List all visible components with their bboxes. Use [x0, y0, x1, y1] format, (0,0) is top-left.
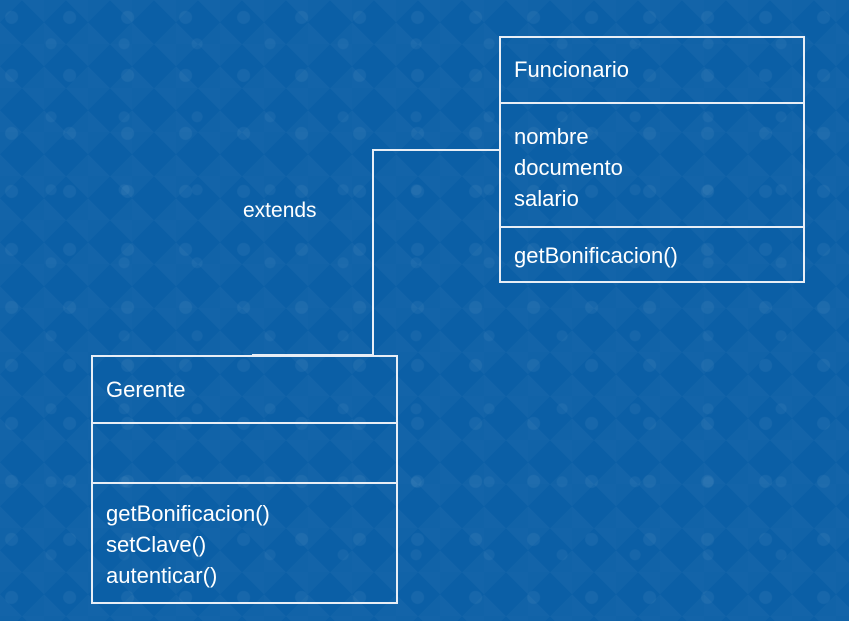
attribute-item: salario [514, 186, 579, 211]
extends-label: extends [243, 199, 317, 222]
class-name-section: Gerente [93, 357, 396, 424]
methods-section: getBonificacion() [501, 228, 803, 271]
method-item: autenticar() [106, 563, 218, 588]
class-funcionario: Funcionario nombre documento salario get… [499, 36, 805, 283]
class-gerente: Gerente getBonificacion() setClave() aut… [91, 355, 398, 604]
attribute-item: nombre [514, 124, 589, 149]
inheritance-connector-vertical [372, 149, 374, 356]
attributes-section [93, 424, 396, 484]
methods-section: getBonificacion() setClave() autenticar(… [93, 484, 396, 591]
inheritance-connector-horizontal-top [373, 149, 499, 151]
class-name-section: Funcionario [501, 38, 803, 104]
class-name: Funcionario [514, 57, 629, 82]
class-name: Gerente [106, 377, 186, 402]
attributes-section: nombre documento salario [501, 104, 803, 228]
method-item: setClave() [106, 532, 207, 557]
attribute-item: documento [514, 155, 623, 180]
method-item: getBonificacion() [514, 243, 678, 268]
method-item: getBonificacion() [106, 501, 270, 526]
